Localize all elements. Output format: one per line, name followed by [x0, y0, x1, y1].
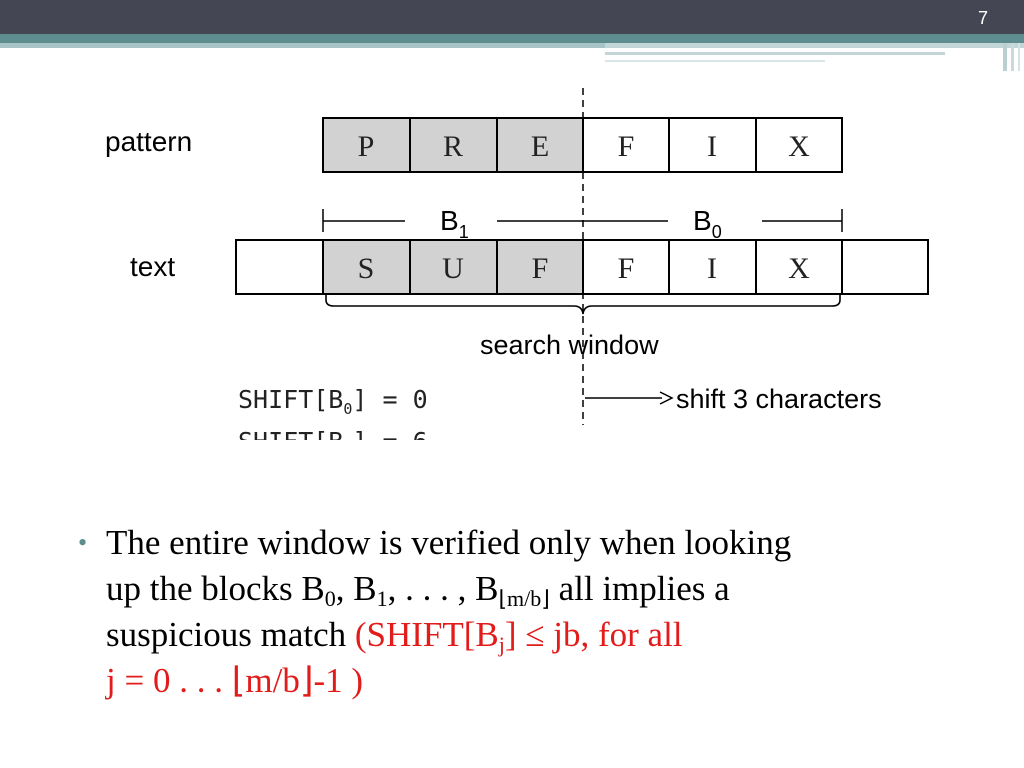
- bullet-text: The entire window is verified only when …: [106, 520, 978, 704]
- text-row: S U F F I X: [235, 239, 929, 295]
- pattern-cell: [496, 117, 584, 173]
- text-cell: [235, 239, 324, 295]
- bullet-text-part: all implies a: [549, 569, 730, 608]
- highlight-condition: (SHIFT[Bj] ≤ jb, for all: [354, 615, 683, 657]
- text-cell: [322, 239, 411, 295]
- shift-row-b0: SHIFT[B0] = 0: [238, 385, 428, 418]
- search-window-label: search window: [480, 330, 659, 360]
- subscript: ⌊m/b⌋: [498, 586, 550, 611]
- slide-number: 7: [977, 8, 988, 28]
- text-cell: [841, 239, 929, 295]
- bullet-icon: •: [78, 528, 88, 557]
- string-matching-diagram: pattern text P R E F I X B1 B0 S U: [105, 88, 929, 440]
- subscript: 1: [376, 586, 388, 611]
- subscript: 0: [324, 586, 336, 611]
- pattern-char: F: [618, 130, 635, 163]
- text-char: U: [442, 252, 464, 285]
- pattern-char: E: [531, 130, 549, 163]
- text-label: text: [130, 251, 175, 282]
- text-char: F: [618, 252, 635, 285]
- search-window-brace: [325, 294, 841, 315]
- pattern-row: P R E F I X: [322, 117, 843, 173]
- bullet-line-1: The entire window is verified only when …: [106, 523, 792, 562]
- text-char: I: [707, 252, 717, 285]
- decorative-lines: [605, 43, 1024, 71]
- block-b0-label: B0: [693, 205, 722, 242]
- bullet-point: • The entire window is verified only whe…: [78, 520, 978, 704]
- shift-label: shift 3 characters: [676, 384, 882, 414]
- pattern-char: P: [358, 130, 375, 163]
- bullet-text-part: , . . . , B: [387, 569, 499, 608]
- pattern-label: pattern: [105, 126, 192, 157]
- text-char: F: [532, 252, 549, 285]
- text-cell: [409, 239, 498, 295]
- text-char: S: [358, 252, 375, 285]
- pattern-cell: [668, 117, 757, 173]
- text-char: X: [788, 252, 810, 285]
- accent-band: [0, 34, 1024, 43]
- accent-band-light: [0, 43, 605, 48]
- shift-row-b1: SHIFT[B1] = 6: [238, 427, 428, 440]
- pattern-cell: [755, 117, 843, 173]
- arrow-head-icon: [659, 391, 674, 405]
- pattern-char: R: [443, 130, 463, 163]
- text-cell: [668, 239, 757, 295]
- title-bar: [0, 0, 1024, 34]
- text-cell: [496, 239, 584, 295]
- bullet-text-part: , B: [335, 569, 377, 608]
- bullet-text-part: suspicious match: [106, 615, 355, 654]
- highlight-condition-range: j = 0 . . . ⌊m/b⌋-1 ): [106, 661, 364, 700]
- pattern-cell: [409, 117, 498, 173]
- pattern-char: I: [707, 130, 717, 163]
- bullet-text-part: up the blocks B: [106, 569, 325, 608]
- pattern-cell: [322, 117, 411, 173]
- block-b1-label: B1: [440, 205, 469, 242]
- pattern-char: X: [788, 130, 810, 163]
